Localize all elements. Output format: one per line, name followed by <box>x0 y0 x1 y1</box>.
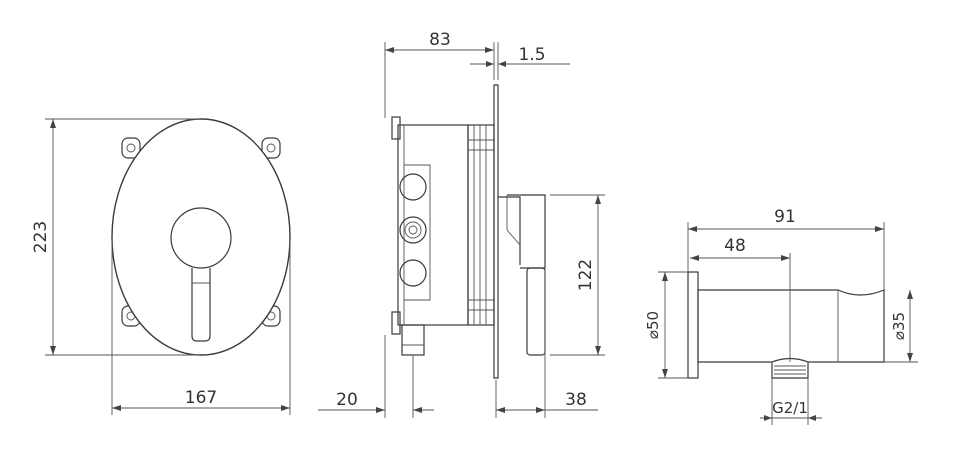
dimension-holder-diameter: ⌀35 <box>884 290 918 363</box>
dimension-front-width: 167 <box>111 240 291 415</box>
mounting-lug-top-right <box>261 137 281 159</box>
front-view: 223 167 <box>31 118 291 415</box>
port-top <box>399 173 427 201</box>
label-outlet-mid: 48 <box>724 236 746 256</box>
label-inlet-offset: 20 <box>336 390 358 410</box>
dimension-side-handle-height: 122 <box>550 194 605 356</box>
mounting-lug-top-left <box>121 137 141 159</box>
port-middle <box>399 216 427 244</box>
label-side-handle-height: 122 <box>576 259 596 291</box>
dimension-inlet-offset: 20 <box>318 335 434 418</box>
outlet-view: 91 48 ⌀50 ⌀35 <box>644 207 918 425</box>
valve-body <box>397 124 469 326</box>
side-cover-plate <box>493 84 499 379</box>
wall-flange <box>687 271 699 379</box>
dimension-front-height: 223 <box>31 118 200 356</box>
label-thread: G2/1 <box>772 399 808 417</box>
label-flange-diameter: ⌀50 <box>644 311 662 339</box>
port-bottom <box>399 259 427 287</box>
handle-knob <box>170 207 232 269</box>
label-plate-thickness: 1.5 <box>518 45 545 65</box>
dimension-outlet-mid: 48 <box>690 236 791 362</box>
outlet-body <box>697 289 885 363</box>
side-handle <box>507 194 546 269</box>
dimension-flange-diameter: ⌀50 <box>644 271 688 379</box>
dimension-handle-projection: 38 <box>495 270 598 418</box>
side-view: 83 1.5 122 20 <box>318 30 605 418</box>
bottom-inlet <box>401 324 425 356</box>
dimension-outlet-length: 91 <box>687 207 885 290</box>
label-front-width: 167 <box>185 388 217 408</box>
side-lever <box>526 267 546 356</box>
threaded-outlet <box>771 362 809 379</box>
dimension-plate-thickness: 1.5 <box>470 45 570 67</box>
handle-lever <box>191 268 211 342</box>
dimension-side-depth: 83 <box>385 30 494 53</box>
label-outlet-length: 91 <box>774 207 796 227</box>
label-side-depth: 83 <box>429 30 451 50</box>
oval-cover-plate <box>111 118 291 356</box>
label-holder-diameter: ⌀35 <box>890 312 908 340</box>
dimension-thread: G2/1 <box>760 378 822 425</box>
label-handle-projection: 38 <box>565 390 587 410</box>
label-front-height: 223 <box>31 221 51 253</box>
